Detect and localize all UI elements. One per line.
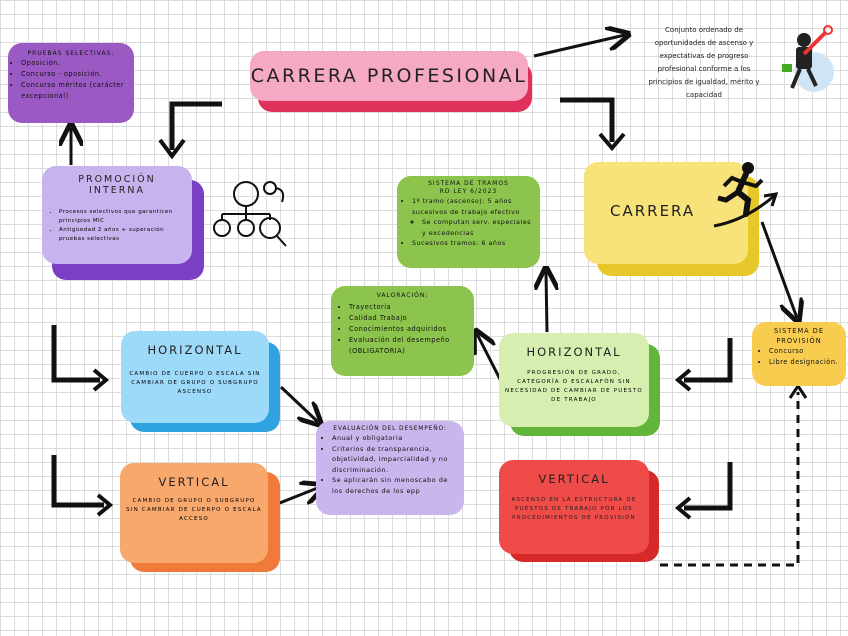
provision-box: SISTEMA DE PROVISIÓN Concurso Libre desi… — [752, 322, 846, 386]
definition-text: Conjunto ordenado de oportunidades de as… — [648, 26, 760, 99]
evaluacion-title: EVALUACIÓN DEL DESEMPEÑO: — [333, 425, 447, 432]
list-item: Trayectoria — [349, 302, 468, 313]
list-item: Evaluación del desempeño (OBLIGATORIA) — [349, 335, 468, 357]
list-item: Se aplicarán sin menoscabo de los derech… — [332, 475, 458, 496]
list-item: Conocimientos adquiridos — [349, 324, 468, 335]
arrow-horizontal-right-to-tramos — [546, 272, 547, 333]
carrera-box: CARRERA — [584, 162, 748, 264]
horizontal-right-title: HORIZONTAL — [526, 345, 622, 359]
list-item: Procesos selectivos que garanticen princ… — [59, 208, 186, 226]
pruebas-box: PRUEBAS SELECTIVAS: Oposición. Concurso … — [8, 43, 134, 123]
horizontal-left-text: CAMBIO DE CUERPO O ESCALA SIN CAMBIAR DE… — [129, 371, 261, 395]
promocion-box: PROMOCIÓN INTERNA Procesos selectivos qu… — [42, 166, 192, 264]
valoracion-title: VALORACIÓN: — [376, 292, 429, 299]
dashed-link-vertical-right-to-provision — [660, 392, 800, 567]
arrow-to-horizontal-right — [684, 338, 733, 383]
arrow-carrera-to-provision — [760, 221, 797, 318]
list-item: Criterios de transparencia, objetividad,… — [332, 444, 458, 476]
vertical-left-text: CAMBIO DE GRUPO O SUBGRUPO SIN CAMBIAR D… — [126, 498, 262, 522]
businessman-target-icon — [774, 20, 836, 94]
page-title: CARRERA PROFESIONAL — [250, 65, 528, 87]
vertical-right-text: ASCENSO EN LA ESTRUCTURA DE PUESTOS DE T… — [511, 497, 637, 521]
runner-climbing-icon — [712, 160, 780, 232]
provision-title: SISTEMA DE PROVISIÓN — [773, 327, 825, 345]
list-item: Oposición. — [21, 58, 130, 69]
horizontal-left-title: HORIZONTAL — [147, 343, 243, 357]
org-chart-search-icon — [206, 176, 294, 252]
tramos-box: SISTEMA DE TRAMOS RD LEY 6/2023 1º tramo… — [397, 176, 540, 268]
horizontal-left-box: HORIZONTAL CAMBIO DE CUERPO O ESCALA SIN… — [121, 331, 269, 423]
list-item: Antigüedad 2 años + superación pruebas s… — [59, 226, 186, 244]
carrera-title: CARRERA — [610, 202, 696, 220]
tramos-subtitle: RD LEY 6/2023 — [439, 188, 498, 195]
arrow-to-vertical-left — [51, 455, 104, 508]
list-item: Se computan serv. especiales y excedenci… — [422, 217, 535, 238]
title-box: CARRERA PROFESIONAL — [250, 51, 528, 101]
arrow-horizontal-right-to-valoracion — [477, 334, 505, 386]
list-item: Concurso méritos (carácter excepcional) — [21, 80, 130, 102]
promocion-title: PROMOCIÓN INTERNA — [78, 174, 156, 196]
arrow-to-horizontal-left — [51, 325, 100, 383]
list-item: Anual y obligatoria — [332, 433, 458, 444]
list-item: Libre designación. — [769, 357, 841, 368]
pruebas-title: PRUEBAS SELECTIVAS: — [27, 50, 115, 57]
evaluacion-box: EVALUACIÓN DEL DESEMPEÑO: Anual y obliga… — [316, 421, 464, 515]
list-item: Calidad Trabajo — [349, 313, 468, 324]
arrow-to-vertical-right — [684, 462, 733, 511]
vertical-right-title: VERTICAL — [538, 472, 610, 486]
arrow-title-to-promocion — [169, 101, 222, 150]
vertical-left-box: VERTICAL CAMBIO DE GRUPO O SUBGRUPO SIN … — [120, 463, 268, 563]
arrow-title-to-definition — [533, 35, 625, 58]
horizontal-right-text: PROGRESIÓN DE GRADO, CATEGORÍA O ESCALAF… — [505, 370, 643, 403]
list-item: 1º tramo (ascenso): 5 años sucesivos de … — [412, 196, 535, 217]
vertical-right-box: VERTICAL ASCENSO EN LA ESTRUCTURA DE PUE… — [499, 460, 649, 554]
horizontal-right-box: HORIZONTAL PROGRESIÓN DE GRADO, CATEGORÍ… — [499, 333, 649, 427]
vertical-left-title: VERTICAL — [158, 475, 230, 489]
list-item: Sucesivos tramos: 6 años — [412, 238, 535, 249]
valoracion-box: VALORACIÓN: Trayectoria Calidad Trabajo … — [331, 286, 474, 376]
arrow-horizontal-left-to-evaluacion — [279, 385, 318, 422]
list-item: Concurso - oposición. — [21, 69, 130, 80]
arrow-title-to-carrera — [560, 97, 615, 142]
tramos-title: SISTEMA DE TRAMOS — [428, 180, 509, 187]
list-item: Concurso — [769, 346, 841, 357]
